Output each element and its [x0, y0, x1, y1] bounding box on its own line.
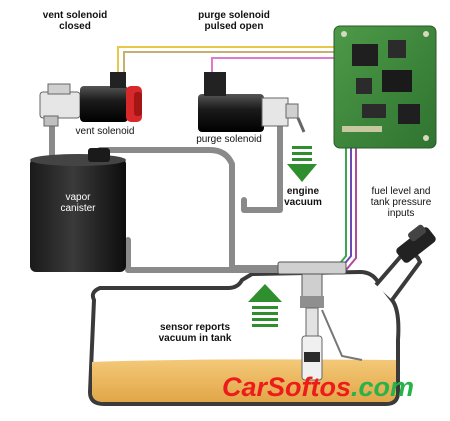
- purge-solenoid: [198, 72, 306, 133]
- fuel-pump-assembly: [277, 261, 363, 381]
- vent-solenoid-state-label: vent solenoid closed: [34, 10, 116, 32]
- purge-state-line-1: purge solenoid: [198, 10, 270, 21]
- control-wires: [117, 46, 357, 271]
- fuel-level-inputs-label: fuel level and tank pressure inputs: [362, 186, 440, 219]
- engine-vacuum-label: engine vacuum: [280, 186, 326, 208]
- sensor-line-1: sensor reports: [159, 322, 231, 333]
- purge-solenoid-label: purge solenoid: [196, 134, 262, 145]
- control-module: [333, 25, 437, 149]
- vent-state-line-2: closed: [59, 21, 91, 32]
- vapor-canister-label: vapor canister: [50, 192, 106, 214]
- watermark-part2: .com: [351, 372, 415, 402]
- engine-vacuum-arrow: [287, 146, 317, 182]
- watermark: CarSoftos.com: [222, 372, 414, 403]
- fuel-line-1: fuel level and: [371, 186, 431, 197]
- filler-neck: [374, 224, 436, 302]
- vent-state-line-1: vent solenoid: [42, 10, 108, 21]
- vent-solenoid-label: vent solenoid: [75, 126, 135, 137]
- sensor-reports-label: sensor reports vacuum in tank: [150, 322, 240, 344]
- tank-vacuum-arrow: [248, 284, 282, 327]
- vapor-canister: [30, 148, 126, 272]
- engine-line-1: engine: [286, 186, 320, 197]
- sensor-line-2: vacuum in tank: [158, 333, 232, 344]
- purge-solenoid-state-label: purge solenoid pulsed open: [186, 10, 282, 32]
- vapor-line-1: vapor: [65, 192, 91, 203]
- fuel-line-2: tank pressure: [370, 197, 432, 208]
- fuel-line-3: inputs: [387, 208, 415, 219]
- vent-solenoid: [39, 72, 142, 127]
- watermark-part1: CarSoftos: [222, 372, 352, 402]
- purge-state-line-2: pulsed open: [204, 21, 264, 32]
- vapor-line-2: canister: [60, 203, 96, 214]
- engine-line-2: vacuum: [284, 197, 322, 208]
